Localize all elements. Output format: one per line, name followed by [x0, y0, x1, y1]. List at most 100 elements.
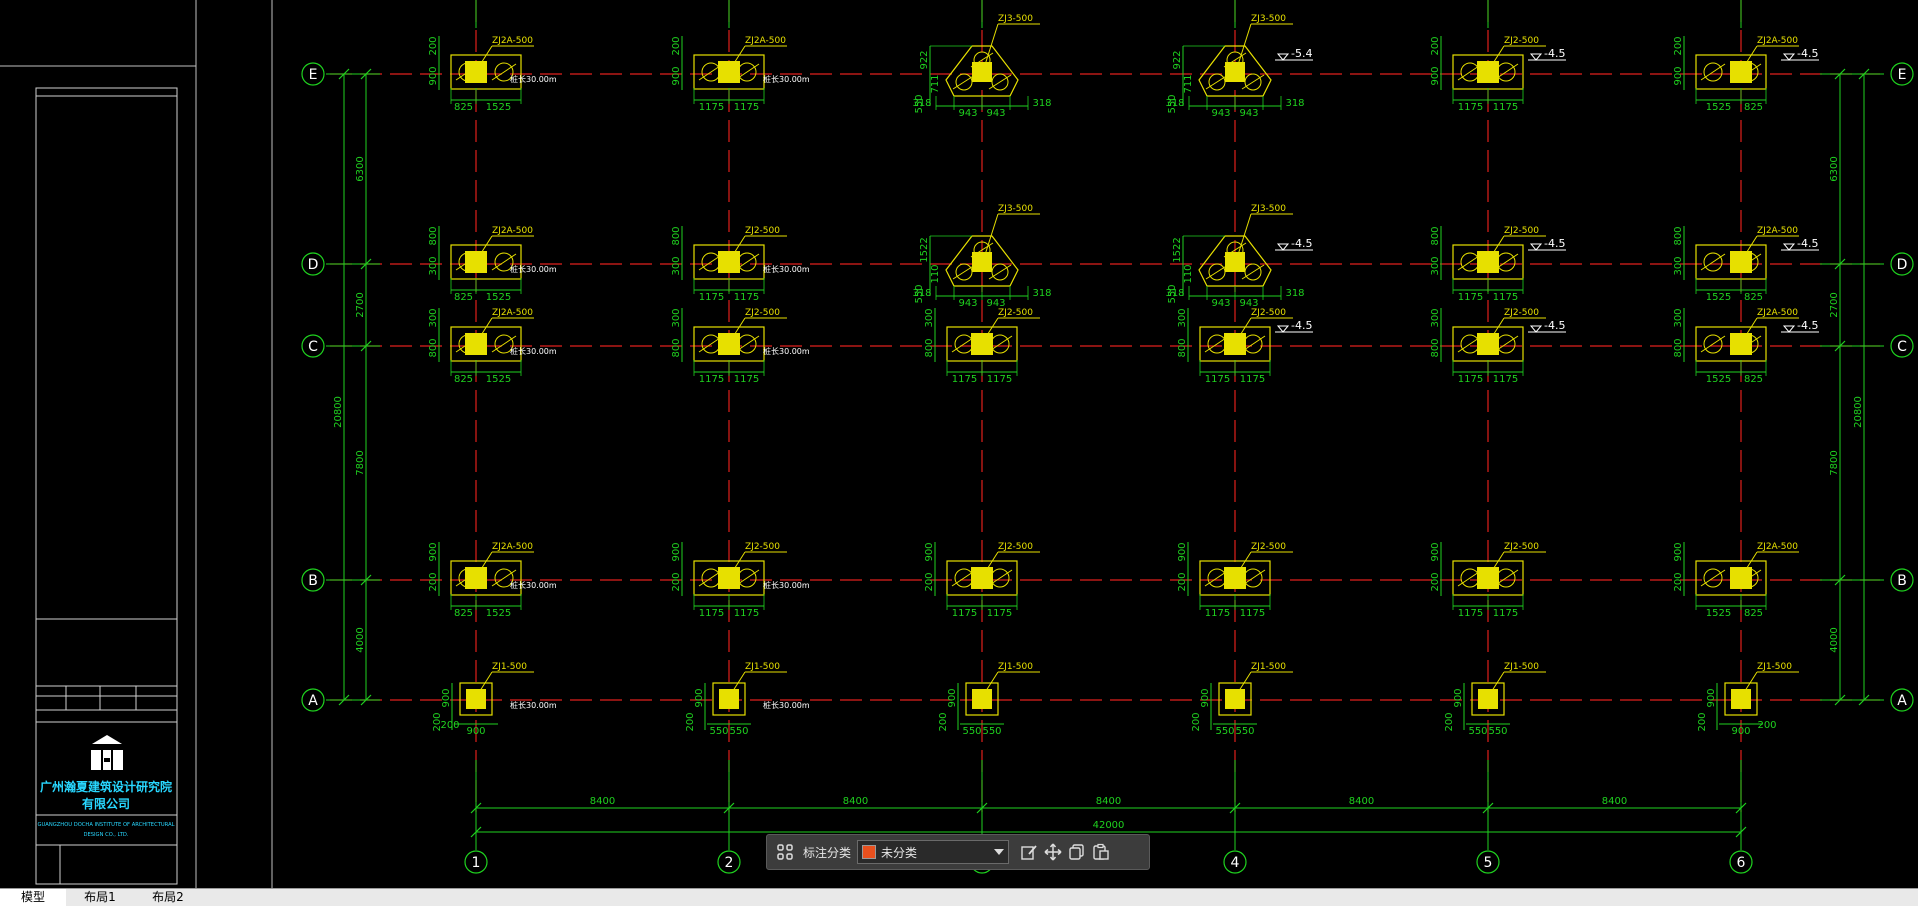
dimension-text: 900 — [1453, 688, 1464, 707]
leader-line — [1236, 213, 1252, 259]
dimension-text: 825 — [454, 292, 473, 303]
dimension-text: 900 — [1673, 66, 1684, 85]
dimension-tick — [1834, 574, 1846, 586]
category-select[interactable]: 未分类 — [857, 840, 1010, 864]
dimension-text: 943 — [958, 108, 977, 119]
logo-roof — [92, 735, 122, 744]
column — [1730, 251, 1752, 273]
level-text: -4.5 — [1544, 237, 1565, 250]
dimension-text: 550 — [1215, 726, 1234, 737]
footing-tag: ZJ2-500 — [1504, 226, 1539, 236]
pile-length-note: 桩长30.00m — [510, 346, 557, 356]
dimension-text: 825 — [1744, 374, 1763, 385]
column — [465, 333, 487, 355]
dimension-text: 1175 — [987, 608, 1012, 619]
copy-icon[interactable] — [1065, 840, 1089, 864]
tab-模型[interactable]: 模型 — [0, 889, 66, 906]
leader-line — [1236, 317, 1252, 341]
dimension-text: 825 — [454, 374, 473, 385]
axis-bubble-D — [1890, 252, 1914, 276]
leader-line — [983, 23, 999, 69]
dimension-text: 200 — [428, 572, 439, 591]
tab-布局1[interactable]: 布局1 — [84, 890, 116, 904]
dimension-text: 900 — [441, 688, 452, 707]
dimension-text: 110 — [930, 264, 941, 283]
axis-label-B: B — [308, 573, 318, 589]
footing-tag: ZJ2-500 — [745, 542, 780, 552]
axis-bubbles: EEDDCCBBAA123456 — [301, 62, 1914, 874]
pile-circle — [494, 334, 514, 354]
dimension-text: 1525 — [486, 292, 511, 303]
column — [465, 61, 487, 83]
dimension-text: 800 — [1673, 226, 1684, 245]
dimension-text: 4000 — [355, 627, 366, 652]
leader-line — [730, 235, 746, 259]
level-text: -4.5 — [1291, 237, 1312, 250]
dimension-text: 1525 — [486, 102, 511, 113]
chevron-down-icon — [994, 849, 1005, 855]
dimension-text: 943 — [986, 108, 1005, 119]
column — [1224, 567, 1246, 589]
dimension-text: 800 — [1430, 226, 1441, 245]
dimension-text: 922 — [1172, 50, 1183, 69]
pile-mark — [952, 74, 976, 90]
dimension-text: 1175 — [987, 374, 1012, 385]
dimension-text: 300 — [428, 308, 439, 327]
dimension-text: 300 — [1430, 308, 1441, 327]
column — [1730, 567, 1752, 589]
dimension-text: 900 — [428, 66, 439, 85]
dimension-text: 4000 — [1829, 627, 1840, 652]
dimension-text: 200 — [1697, 712, 1708, 731]
paste-icon[interactable] — [1089, 840, 1113, 864]
pile-circle — [1703, 568, 1723, 588]
dimension-tick — [1482, 802, 1494, 814]
dimension-tick — [1735, 826, 1747, 838]
move-icon[interactable] — [1041, 840, 1065, 864]
pile-cap — [1218, 682, 1252, 716]
tab-布局2[interactable]: 布局2 — [152, 890, 184, 904]
dimension-text: 8400 — [1349, 796, 1374, 807]
pile-mark — [491, 335, 517, 353]
leader-line — [730, 317, 746, 341]
footing-tag: ZJ2-500 — [1251, 308, 1286, 318]
axis-label-D: D — [1897, 257, 1908, 273]
column — [1224, 333, 1246, 355]
footing-tag: ZJ1-500 — [1504, 662, 1539, 672]
dimension-text: 1175 — [1458, 608, 1483, 619]
company-name-en: DESIGN CO., LTD. — [83, 832, 128, 838]
column — [1477, 251, 1499, 273]
leader-line — [983, 671, 999, 695]
axis-lines — [330, 0, 1880, 812]
edit-icon[interactable] — [1017, 840, 1041, 864]
dimension-text: 1175 — [1493, 292, 1518, 303]
dimension-text: 1175 — [1458, 374, 1483, 385]
column — [972, 689, 992, 709]
dimension-text: 8400 — [1602, 796, 1627, 807]
grid-icon[interactable] — [773, 840, 797, 864]
axis-label-A: A — [1897, 693, 1907, 709]
dimension-text: 550 — [709, 726, 728, 737]
footing-tag: ZJ2-500 — [1504, 308, 1539, 318]
leader-line — [730, 671, 746, 695]
dimension-text: 200 — [1444, 712, 1455, 731]
axis-label-E: E — [309, 67, 318, 83]
footing-tag: ZJ2-500 — [998, 308, 1033, 318]
pile-cap — [1695, 560, 1767, 596]
pile-mark — [1700, 335, 1726, 353]
axis-label-C: C — [1897, 339, 1907, 355]
level-marker — [1276, 53, 1290, 61]
dimension-tick — [360, 694, 372, 706]
dimension-text: 8400 — [843, 796, 868, 807]
pile-mark — [491, 569, 517, 587]
dimension-text: 825 — [454, 102, 473, 113]
title-block-frame — [35, 87, 178, 885]
